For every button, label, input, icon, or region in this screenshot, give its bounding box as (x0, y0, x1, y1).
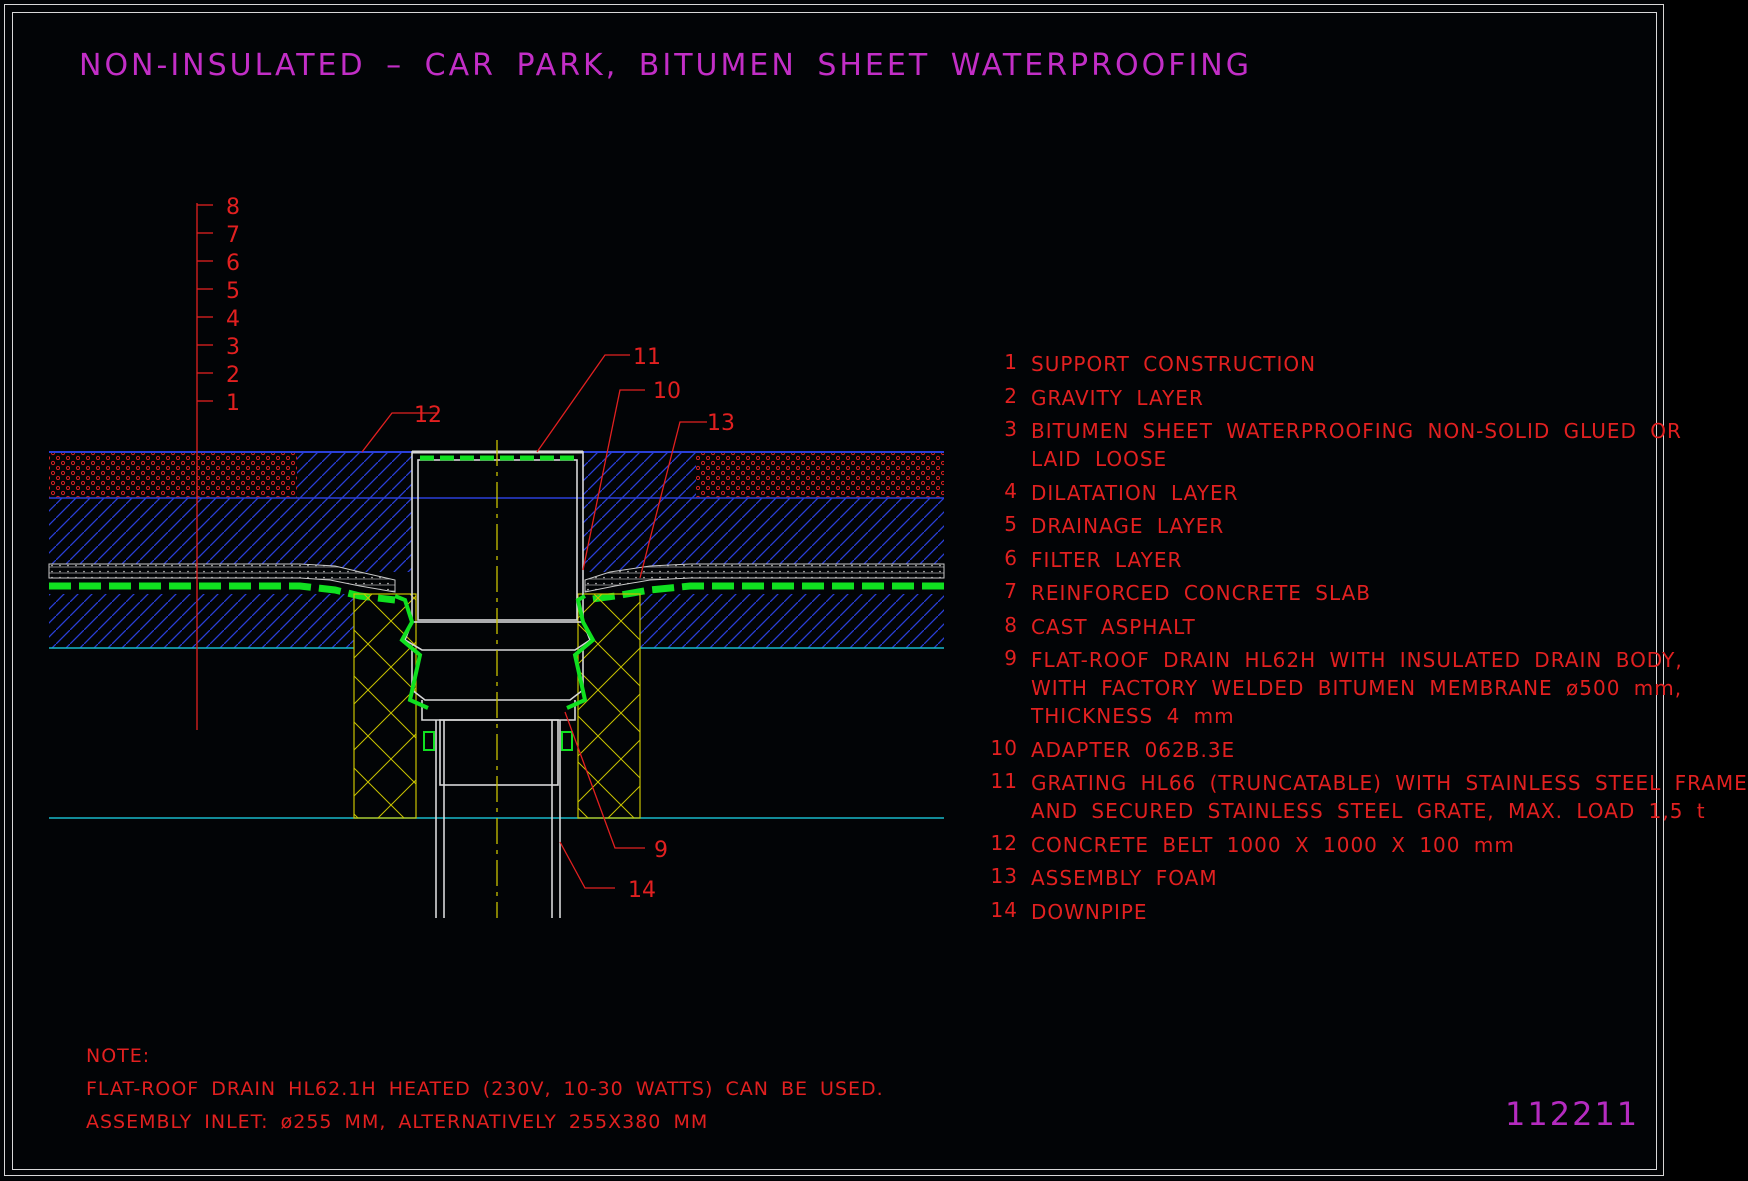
slab-upper-left (49, 498, 412, 572)
legend-number: 14 (990, 897, 1018, 922)
scale-label-1: 1 (226, 391, 240, 416)
legend-text: WITH FACTORY WELDED BITUMEN MEMBRANE ø50… (1031, 676, 1683, 700)
callout-14: 14 (628, 878, 656, 903)
scale-label-3: 3 (226, 335, 240, 360)
outer-frame (4, 4, 1664, 1176)
legend-text: ADAPTER 062B.3E (1031, 737, 1236, 762)
legend-text: GRAVITY LAYER (1031, 385, 1204, 410)
legend-text: ASSEMBLY FOAM (1031, 866, 1218, 890)
legend-number: 6 (1004, 545, 1018, 570)
drawing-number: 112211 (1505, 1095, 1640, 1133)
factory-membrane-left (394, 594, 429, 710)
legend-number: 11 (990, 769, 1018, 793)
callout-13: 13 (707, 411, 735, 436)
legend-number: 12 (990, 830, 1018, 855)
legend-number: 2 (1004, 383, 1018, 408)
membrane-layers-left (48, 563, 396, 593)
leader-lines (361, 354, 707, 889)
layer-scale (196, 203, 213, 730)
section-drawing: 8 7 6 5 4 3 2 1 12 11 10 13 9 14 (48, 195, 945, 918)
legend-number: 7 (1004, 579, 1018, 603)
slab-lower-left (49, 594, 354, 648)
legend-text: AND SECURED STAINLESS STEEL GRATE, MAX. … (1031, 799, 1706, 823)
legend-number: 13 (990, 864, 1018, 888)
scale-label-8: 8 (226, 195, 240, 220)
legend-text: THICKNESS 4 mm (1031, 704, 1235, 728)
scale-label-2: 2 (226, 363, 240, 388)
legend-number: 3 (1004, 417, 1018, 441)
callout-11: 11 (633, 345, 661, 370)
legend-text: DRAINAGE LAYER (1031, 514, 1225, 538)
legend-text: DOWNPIPE (1031, 899, 1148, 924)
cast-asphalt-left (49, 452, 297, 498)
cast-asphalt-right (696, 452, 944, 498)
scale-label-6: 6 (226, 251, 240, 276)
legend-text: SUPPORT CONSTRUCTION (1031, 352, 1317, 376)
concrete-belt-right (583, 452, 696, 498)
legend-text: CONCRETE BELT 1000 X 1000 X 100 mm (1031, 832, 1515, 857)
legend-number: 1 (1004, 350, 1018, 374)
scale-label-5: 5 (226, 279, 240, 304)
legend-text: GRATING HL66 (TRUNCATABLE) WITH STAINLES… (1031, 771, 1748, 795)
note-line-2: ASSEMBLY INLET: ø255 MM, ALTERNATIVELY 2… (86, 1111, 709, 1133)
legend-text: BITUMEN SHEET WATERPROOFING NON-SOLID GL… (1031, 419, 1682, 443)
concrete-belt-left (297, 452, 412, 498)
slab-upper-right (583, 498, 944, 572)
inner-frame (12, 12, 1657, 1170)
legend-text: LAID LOOSE (1031, 447, 1168, 471)
callout-9: 9 (654, 838, 668, 863)
legend-text: DILATATION LAYER (1031, 480, 1239, 505)
note-heading: NOTE: (86, 1045, 151, 1067)
legend-text: CAST ASPHALT (1031, 614, 1196, 639)
bitumen-sheet-left (49, 582, 396, 604)
legend-number: 9 (1004, 646, 1018, 670)
legend-text: REINFORCED CONCRETE SLAB (1031, 581, 1371, 605)
callout-10: 10 (653, 379, 681, 404)
legend-number: 4 (1004, 478, 1018, 503)
drawing-sheet: NON-INSULATED – CAR PARK, BITUMEN SHEET … (4, 4, 1747, 1176)
slab-lower-right (640, 594, 944, 648)
assembly-foam-right (577, 593, 641, 819)
callout-12: 12 (414, 403, 442, 428)
legend-number: 8 (1004, 612, 1018, 637)
scale-label-7: 7 (226, 223, 240, 248)
membrane-layers-right (584, 563, 945, 593)
note-line-1: FLAT-ROOF DRAIN HL62.1H HEATED (230V, 10… (86, 1078, 884, 1100)
legend-number: 5 (1004, 512, 1018, 536)
scale-label-4: 4 (226, 307, 240, 332)
legend-number: 10 (990, 735, 1018, 760)
factory-membrane-right (566, 594, 596, 710)
legend-text: FILTER LAYER (1031, 547, 1183, 572)
legend-text: FLAT-ROOF DRAIN HL62H WITH INSULATED DRA… (1031, 648, 1683, 672)
drawing-title: NON-INSULATED – CAR PARK, BITUMEN SHEET … (79, 48, 1252, 83)
